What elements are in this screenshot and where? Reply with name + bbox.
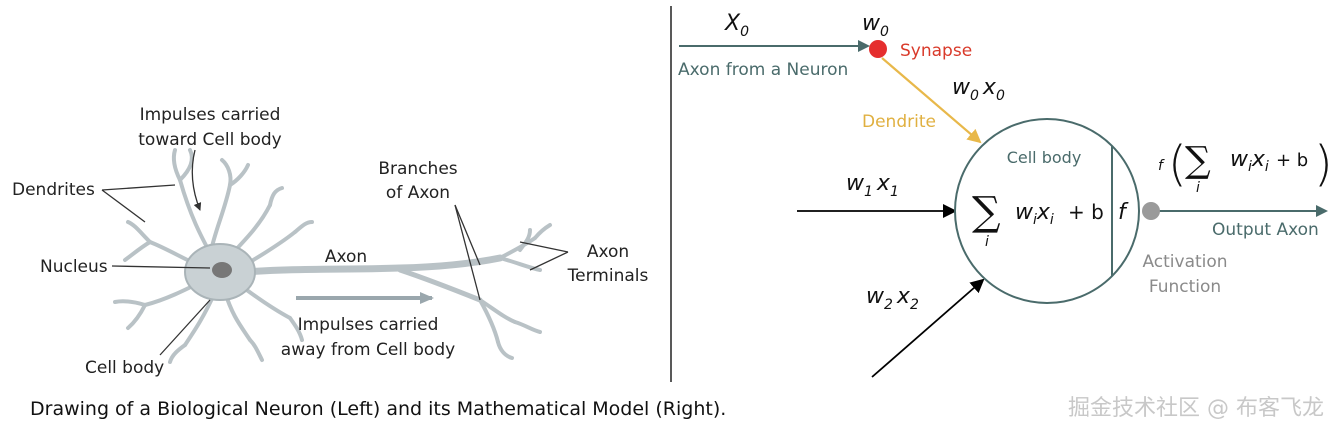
- branches-label-1: Branches: [378, 159, 457, 179]
- axon-from-neuron-label: Axon from a Neuron: [678, 60, 848, 80]
- activation-label-2: Function: [1149, 277, 1221, 297]
- sum-index: i: [985, 234, 989, 250]
- w1x1-w-sub: 1: [864, 184, 873, 200]
- output-left-paren: (: [1168, 136, 1187, 192]
- w2x2-w: w: [866, 284, 885, 309]
- dendrites-label: Dendrites: [12, 180, 95, 200]
- output-w-sub: i: [1248, 159, 1252, 175]
- sum-x: x: [1036, 200, 1051, 225]
- w0x0-x-sub: 0: [996, 88, 1005, 104]
- output-right-paren: ): [1314, 136, 1333, 192]
- w2x2-x: x: [896, 284, 911, 309]
- w1x1-x: x: [876, 171, 891, 196]
- activation-dot: [1142, 202, 1160, 220]
- w1x1-x-sub: 1: [890, 184, 899, 200]
- synapse-label: Synapse: [900, 41, 972, 61]
- activation-f: f: [1118, 200, 1129, 225]
- w0x0-w: w: [952, 75, 971, 100]
- output-f: f: [1158, 158, 1165, 174]
- output-plus-b: + b: [1276, 150, 1308, 171]
- dendrite-label: Dendrite: [862, 112, 936, 132]
- w1x1-w: w: [846, 171, 865, 196]
- impulses-away-label-1: Impulses carried: [298, 315, 439, 335]
- figure-caption: Drawing of a Biological Neuron (Left) an…: [30, 398, 727, 420]
- w0x0-x: x: [982, 75, 997, 100]
- w0x0-w-sub: 0: [970, 88, 979, 104]
- input-2-arrow: [871, 278, 985, 378]
- w2x2-w-sub: 2: [884, 297, 893, 313]
- activation-label-1: Activation: [1142, 252, 1227, 272]
- svg-text:wixi: wixi: [1015, 200, 1054, 228]
- impulses-toward-label-2: toward Cell body: [138, 130, 282, 150]
- cell-body-label-right: Cell body: [1007, 148, 1082, 167]
- nucleus-dot: [212, 262, 232, 278]
- sum-symbol: ∑: [972, 189, 1001, 235]
- sum-x-sub: i: [1050, 212, 1054, 228]
- sum-w: w: [1015, 200, 1034, 225]
- impulses-toward-label-1: Impulses carried: [140, 105, 281, 125]
- branches-label-2: of Axon: [386, 183, 450, 203]
- watermark: 掘金技术社区 @ 布客飞龙: [1068, 396, 1324, 421]
- w0-subscript: 0: [880, 24, 889, 40]
- output-x-sub: i: [1265, 159, 1269, 175]
- x0-symbol: X: [724, 11, 741, 36]
- axon-label: Axon: [325, 247, 367, 267]
- svg-text:w0: w0: [862, 11, 889, 40]
- dendrite-arrow: [881, 57, 982, 144]
- cell-body-circle: [954, 118, 1140, 304]
- output-axon-label: Output Axon: [1212, 220, 1319, 240]
- sum-w-sub: i: [1033, 212, 1037, 228]
- left-labels: Impulses carried toward Cell body Dendri…: [12, 105, 648, 378]
- synapse-dot: [869, 40, 887, 58]
- impulses-away-label-2: away from Cell body: [281, 340, 455, 360]
- plus-b: + b: [1068, 200, 1104, 224]
- svg-text:wixi: wixi: [1230, 147, 1269, 175]
- nucleus-label: Nucleus: [40, 257, 108, 277]
- output-x: x: [1251, 147, 1266, 172]
- output-sum-symbol: ∑: [1185, 140, 1211, 181]
- axon-terminals-label-1: Axon: [587, 242, 629, 262]
- mathematical-model: [679, 40, 1328, 378]
- cell-body-label-left: Cell body: [85, 358, 164, 378]
- axon-terminals-label-2: Terminals: [567, 266, 649, 286]
- output-sum-index: i: [1196, 180, 1200, 196]
- w2x2-x-sub: 2: [910, 297, 919, 313]
- x0-subscript: 0: [740, 24, 749, 40]
- w0-symbol: w: [862, 11, 881, 36]
- output-w: w: [1230, 147, 1249, 172]
- svg-text:X0: X0: [724, 11, 749, 40]
